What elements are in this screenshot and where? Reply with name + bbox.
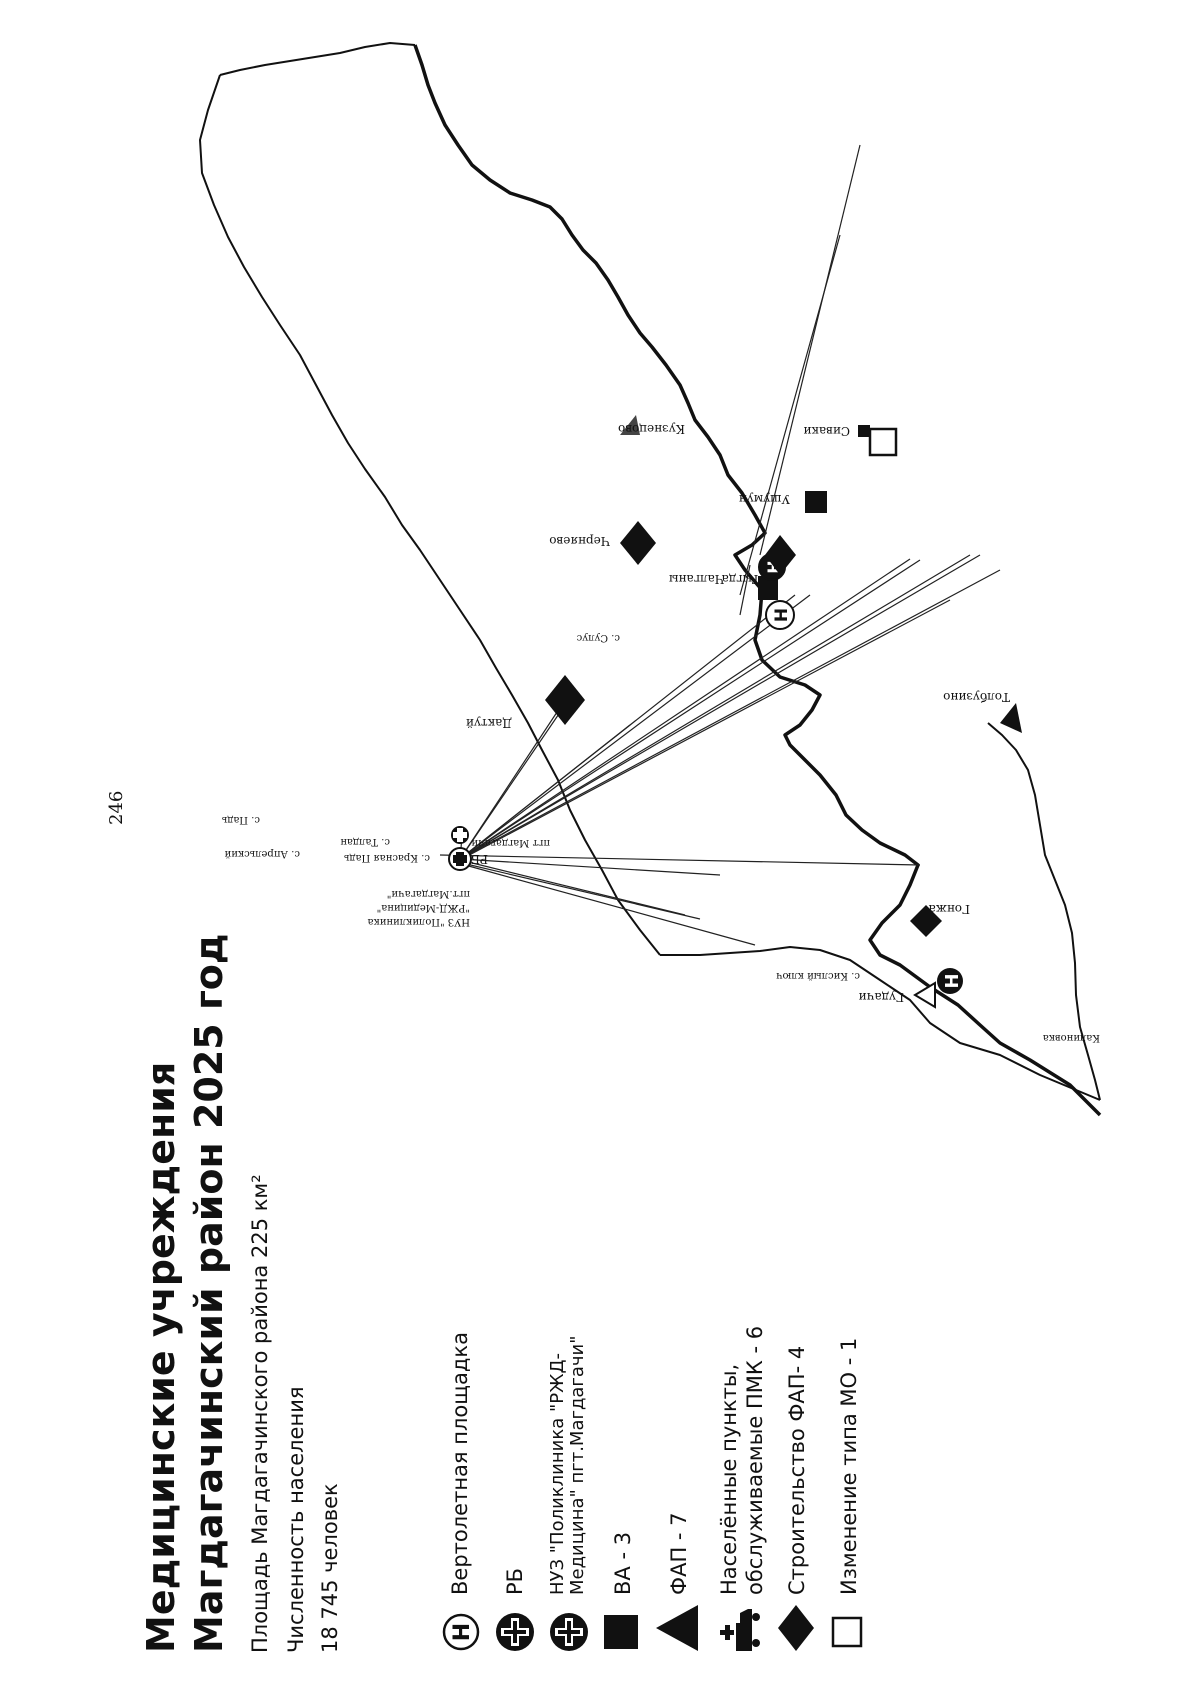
map-legend: H Вертолетная площадка РБ НУЗ "Поликлини…	[440, 1013, 940, 1653]
clinic-cross-icon	[550, 1613, 588, 1651]
label-tygda: Тыгда	[722, 572, 760, 586]
svg-text:H: H	[450, 1623, 475, 1641]
map-markers: H	[448, 415, 1022, 1009]
legend-label-construction: Строительство ФАП- 4	[785, 1345, 809, 1595]
construction-marker-daktuy	[545, 675, 585, 725]
label-kalinovka: Калиновка	[1043, 1032, 1100, 1043]
fap-marker-kuznetsovo	[620, 415, 640, 435]
square-icon	[604, 1615, 638, 1649]
helipad-marker-gudachi: H	[937, 968, 963, 994]
label-chernyaevo: Черняево	[549, 534, 610, 548]
legend-label-clinic-line-1: НУЗ "Поликлиника "РЖД-	[547, 1352, 568, 1595]
district-area: Площадь Магдагачинского района 225 км²	[248, 1174, 272, 1653]
helipad-marker-tygda-1: H	[765, 600, 795, 630]
border-north-river	[413, 44, 1102, 1117]
border-south	[199, 74, 661, 956]
hub-marker-rb	[448, 847, 472, 871]
va-marker-ushumun	[805, 491, 827, 513]
legend-label-pmk-line-2: обслуживаемые ПМК - 6	[743, 1325, 767, 1595]
mobile-unit-icon	[720, 1609, 760, 1651]
label-sivaki: Сиваки	[803, 424, 850, 438]
va-marker-sivaki	[858, 425, 870, 437]
outline-square-icon	[831, 1616, 863, 1648]
border-west	[660, 946, 1101, 1101]
va-marker-tygda	[758, 576, 778, 600]
place-labels: Гудачи с. Кислый ключ Гонжа Толбузино РБ…	[221, 422, 1100, 1043]
district-map: H	[199, 42, 1102, 1117]
label-clinic-line-2: "РЖД-Медицина"	[377, 902, 470, 913]
construction-marker-gonzha	[910, 905, 942, 937]
legend-label-pmk-line-1: Населённые пункты,	[717, 1363, 741, 1595]
label-taldan: с. Талдан	[340, 836, 390, 847]
helipad-icon: H	[442, 1613, 480, 1651]
label-krasnaya-pad: с. Красная Падь	[343, 852, 430, 863]
legend-label-va: ВА - 3	[611, 1531, 635, 1595]
svg-text:H: H	[772, 608, 792, 622]
construction-marker-chalgany	[765, 535, 796, 575]
legend-label-fap: ФАП - 7	[667, 1512, 691, 1595]
border-east	[219, 42, 416, 76]
label-chalgany: Чалганы	[669, 572, 724, 586]
label-pad: с. Падь	[221, 814, 260, 825]
label-clinic-line-1: НУЗ "Поликлиника	[367, 916, 470, 927]
label-ushumun: Ушумун	[739, 492, 790, 506]
road-network	[439, 144, 1001, 946]
legend-label-rb: РБ	[503, 1567, 527, 1595]
label-daktuy: Дактуй	[466, 716, 512, 730]
type-change-marker-sivaki	[868, 427, 898, 457]
page-number: 246	[106, 790, 127, 825]
fap-marker-gudachi	[913, 981, 936, 1009]
label-gudachi: Гудачи	[859, 990, 904, 1004]
label-clinic-line-3: пгт.Магдагачи"	[387, 888, 470, 899]
label-tolbuzino: Толбузино	[943, 690, 1010, 704]
border-south-west	[987, 722, 1101, 1101]
hospital-cross-icon	[496, 1613, 534, 1651]
clinic-marker-magdagachi	[451, 826, 469, 844]
diamond-icon	[778, 1605, 814, 1651]
label-sulus: с. Сулус	[576, 632, 620, 643]
label-aprelsky: с. Апрельский	[224, 848, 300, 859]
triangle-icon	[656, 1605, 698, 1651]
label-kuznetsovo: Кузнецово	[618, 422, 685, 436]
legend-label-type-change: Изменение типа МО - 1	[837, 1337, 861, 1595]
label-rb: РБ	[471, 852, 488, 866]
label-kislyi-klyuch: с. Кислый ключ	[776, 970, 860, 981]
fap-marker-tolbuzino	[1000, 703, 1022, 733]
legend-label-clinic-line-2: Медицина" пгт.Магдагачи"	[567, 1335, 588, 1595]
svg-text:H: H	[942, 973, 963, 988]
population-value: 18 745 человек	[318, 1483, 342, 1653]
label-gonzha: Гонжа	[929, 902, 970, 916]
construction-marker-chernyaevo	[620, 521, 656, 565]
population-label: Численность населения	[284, 1386, 308, 1654]
label-magdagachi: пгт Магдагачи	[471, 837, 550, 848]
district-border	[199, 42, 1102, 1117]
legend-label-helipad: Вертолетная площадка	[448, 1332, 472, 1595]
